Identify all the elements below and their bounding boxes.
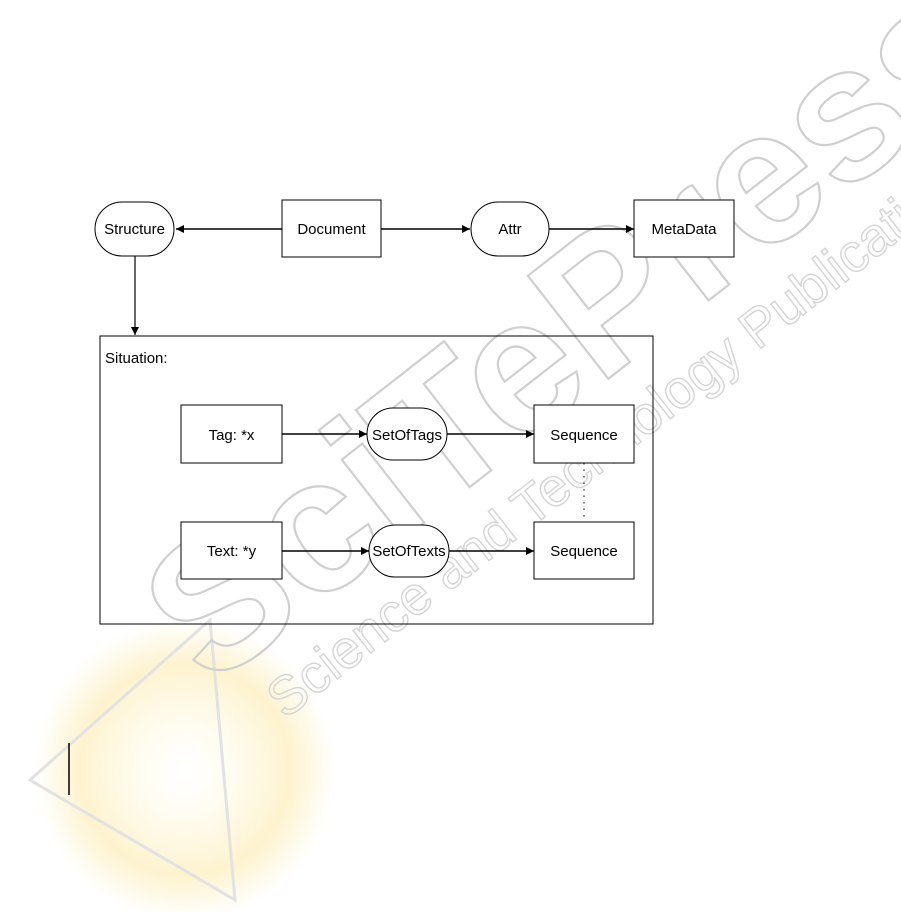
node-sequence-top: Sequence bbox=[534, 405, 634, 463]
node-document-label: Document bbox=[297, 221, 366, 238]
node-metadata: MetaData bbox=[634, 200, 734, 257]
watermark-main-text: SciTePress bbox=[105, 0, 901, 722]
node-text-label: Text: *y bbox=[207, 543, 257, 560]
node-setoftexts-label: SetOfTexts bbox=[372, 543, 445, 560]
watermark: SciTePress Science and Technology Public… bbox=[30, 0, 901, 912]
node-tag-label: Tag: *x bbox=[209, 427, 255, 444]
node-sequence-top-label: Sequence bbox=[550, 427, 618, 444]
situation-frame-label: Situation: bbox=[105, 350, 168, 367]
node-sequence-bottom-label: Sequence bbox=[550, 543, 618, 560]
node-structure: Structure bbox=[95, 202, 174, 256]
node-attr: Attr bbox=[471, 202, 549, 256]
node-metadata-label: MetaData bbox=[651, 221, 717, 238]
node-structure-label: Structure bbox=[104, 221, 165, 238]
node-document: Document bbox=[282, 200, 381, 257]
node-tag: Tag: *x bbox=[181, 405, 282, 463]
node-text: Text: *y bbox=[181, 522, 282, 579]
node-setoftags-label: SetOfTags bbox=[372, 427, 442, 444]
node-sequence-bottom: Sequence bbox=[534, 522, 634, 579]
node-setoftags: SetOfTags bbox=[367, 408, 447, 460]
node-setoftexts: SetOfTexts bbox=[369, 525, 449, 577]
node-attr-label: Attr bbox=[498, 221, 521, 238]
